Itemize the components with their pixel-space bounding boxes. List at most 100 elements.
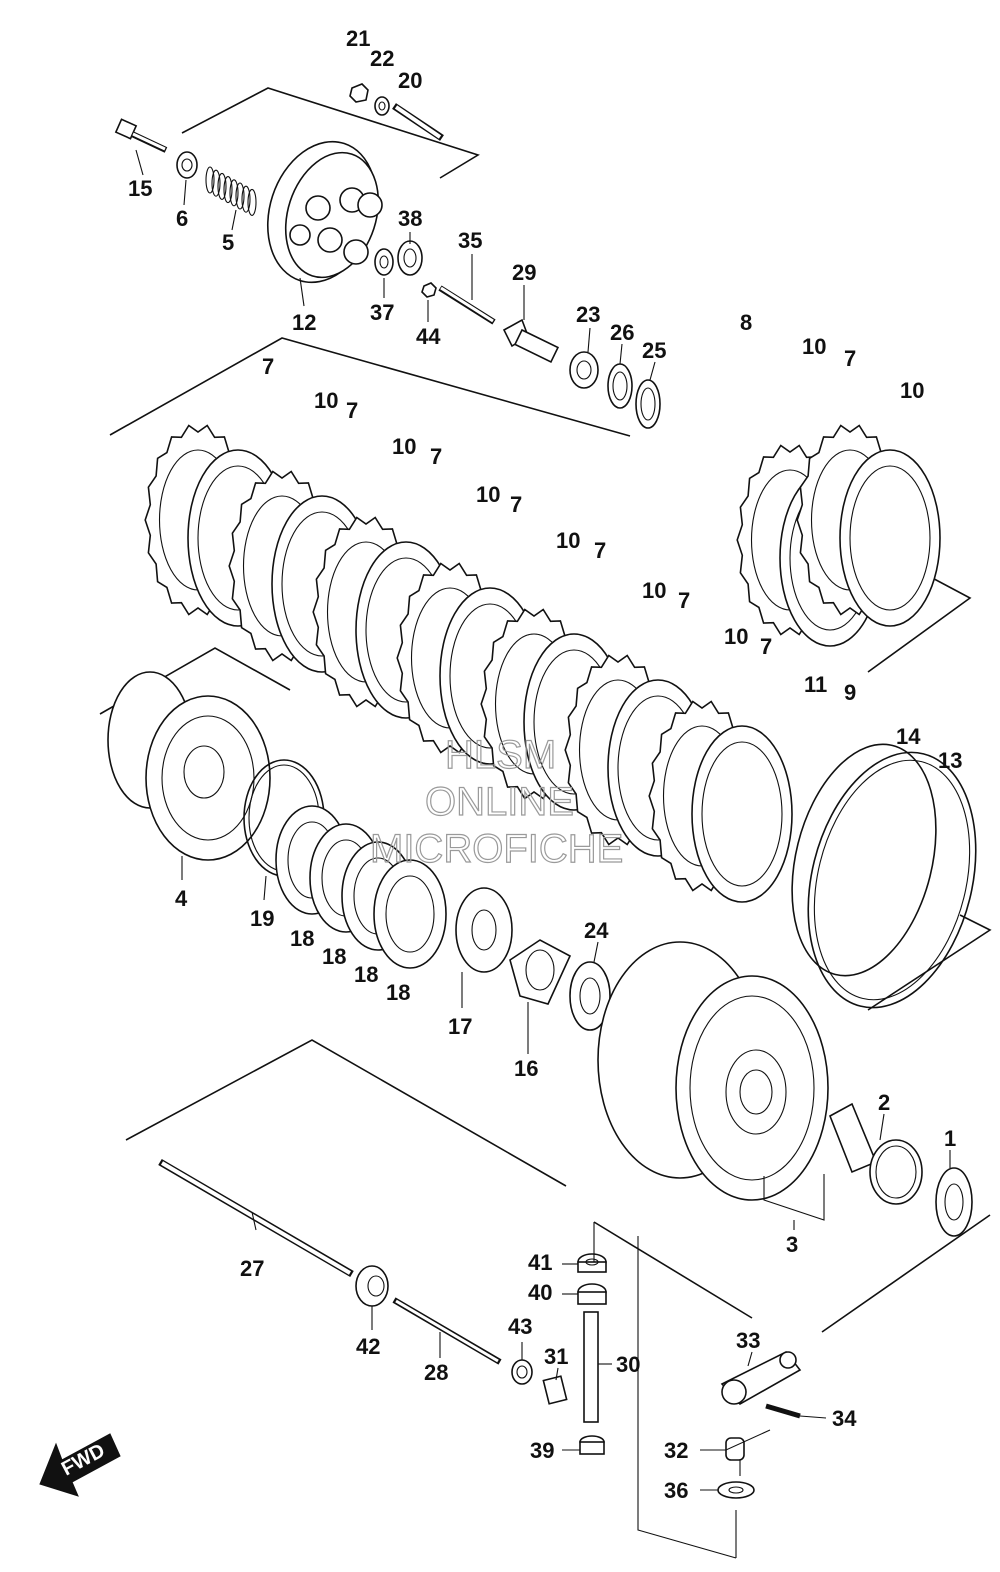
callout-44: 44 bbox=[416, 324, 441, 349]
callout-7-h: 7 bbox=[760, 634, 772, 659]
callout-18-a: 18 bbox=[290, 926, 314, 951]
callout-7-e: 7 bbox=[510, 492, 522, 517]
callout-7-g: 7 bbox=[678, 588, 690, 613]
washer-24 bbox=[569, 961, 611, 1031]
spring-5 bbox=[205, 166, 257, 216]
callout-7-f: 7 bbox=[594, 538, 606, 563]
callout-35: 35 bbox=[458, 228, 482, 253]
bearing-39 bbox=[579, 1435, 605, 1455]
spring-coil bbox=[247, 188, 257, 216]
bearing-23 bbox=[569, 351, 599, 389]
washer-22 bbox=[374, 96, 390, 116]
ring-14 bbox=[791, 743, 937, 977]
washer-6 bbox=[176, 151, 198, 179]
spring-coil bbox=[217, 172, 227, 200]
callout-20: 20 bbox=[398, 68, 422, 93]
callout-7-c: 7 bbox=[346, 398, 358, 423]
spring-coil bbox=[241, 185, 251, 213]
callout-9: 9 bbox=[844, 680, 856, 705]
spring-coil bbox=[223, 176, 233, 204]
callout-43: 43 bbox=[508, 1314, 532, 1339]
callout-11: 11 bbox=[804, 672, 827, 697]
callout-2: 2 bbox=[878, 1090, 890, 1115]
callout-7-b: 7 bbox=[262, 354, 274, 379]
callout-5: 5 bbox=[222, 230, 234, 255]
needle-bearing-2 bbox=[869, 1139, 923, 1205]
washer-26 bbox=[607, 363, 633, 409]
callout-3: 3 bbox=[786, 1232, 798, 1257]
callout-24: 24 bbox=[584, 918, 609, 943]
callout-26: 26 bbox=[610, 320, 634, 345]
spring-coil bbox=[205, 166, 215, 194]
callout-15: 15 bbox=[128, 176, 152, 201]
bearing-38 bbox=[397, 240, 423, 276]
bolt-34 bbox=[765, 1403, 801, 1419]
callout-31: 31 bbox=[544, 1344, 568, 1369]
callout-18-b: 18 bbox=[322, 944, 346, 969]
clutch-plate-pair bbox=[796, 424, 941, 627]
callout-6: 6 bbox=[176, 206, 188, 231]
callout-7-d: 7 bbox=[430, 444, 442, 469]
push-rod-28 bbox=[392, 1297, 502, 1365]
callout-18-d: 18 bbox=[386, 980, 410, 1005]
callout-21: 21 bbox=[346, 26, 370, 51]
callout-29: 29 bbox=[512, 260, 536, 285]
callout-10-h: 10 bbox=[724, 624, 748, 649]
steel-plate bbox=[691, 725, 793, 903]
pressure-plate-12 bbox=[266, 140, 383, 284]
watermark-line-3: MICROFICHE bbox=[370, 827, 623, 871]
washer-37 bbox=[374, 248, 394, 276]
callout-42: 42 bbox=[356, 1334, 380, 1359]
callout-8: 8 bbox=[740, 310, 752, 335]
oil-seal-41 bbox=[577, 1253, 607, 1273]
callout-32: 32 bbox=[664, 1438, 688, 1463]
clutch-housing-3 bbox=[597, 941, 829, 1201]
callout-10-g: 10 bbox=[642, 578, 666, 603]
spring-washer-inner bbox=[385, 875, 435, 953]
watermark-line-1: HLSM bbox=[445, 733, 556, 777]
ring-13 bbox=[807, 751, 977, 1009]
spring-coil bbox=[229, 179, 239, 207]
fwd-arrow-icon: FWD bbox=[39, 1433, 121, 1497]
callout-33: 33 bbox=[736, 1328, 760, 1353]
callout-10-e: 10 bbox=[476, 482, 500, 507]
nut-44 bbox=[421, 282, 437, 298]
callout-39: 39 bbox=[530, 1438, 554, 1463]
callout-10-b: 10 bbox=[900, 378, 924, 403]
callout-18-c: 18 bbox=[354, 962, 378, 987]
washer-1 bbox=[935, 1167, 973, 1237]
callout-10-f: 10 bbox=[556, 528, 580, 553]
push-rod-27 bbox=[158, 1158, 354, 1278]
callout-17: 17 bbox=[448, 1014, 472, 1039]
bolt-15 bbox=[114, 118, 168, 153]
seat-17 bbox=[455, 887, 513, 973]
callout-14: 14 bbox=[896, 724, 921, 749]
spring-washers-18 bbox=[275, 805, 447, 969]
release-shaft-30 bbox=[583, 1311, 599, 1423]
clutch-hub-4 bbox=[107, 671, 271, 861]
callout-40: 40 bbox=[528, 1280, 552, 1305]
release-arm-33 bbox=[720, 1350, 802, 1406]
callout-19: 19 bbox=[250, 906, 274, 931]
callout-10-c: 10 bbox=[314, 388, 338, 413]
callout-30: 30 bbox=[616, 1352, 640, 1377]
rod-35 bbox=[438, 285, 496, 325]
callout-10-a: 10 bbox=[802, 334, 826, 359]
stud-bolt-20 bbox=[392, 103, 444, 141]
pressure-plate-group bbox=[114, 83, 661, 429]
callout-10-d: 10 bbox=[392, 434, 416, 459]
callout-13: 13 bbox=[938, 748, 962, 773]
callout-12: 12 bbox=[292, 310, 316, 335]
watermark: HLSM ONLINE MICROFICHE bbox=[369, 732, 624, 871]
callout-4: 4 bbox=[175, 886, 188, 911]
steel-plate-inner bbox=[849, 465, 931, 611]
callout-37: 37 bbox=[370, 300, 394, 325]
callout-1: 1 bbox=[944, 1126, 956, 1151]
callout-23: 23 bbox=[576, 302, 600, 327]
callout-7-a: 7 bbox=[844, 346, 856, 371]
spring-washer bbox=[373, 859, 447, 969]
callout-16: 16 bbox=[514, 1056, 538, 1081]
callout-labels: 21 22 20 15 6 5 12 38 35 37 44 29 23 26 … bbox=[128, 26, 962, 1503]
washer-25 bbox=[635, 379, 661, 429]
